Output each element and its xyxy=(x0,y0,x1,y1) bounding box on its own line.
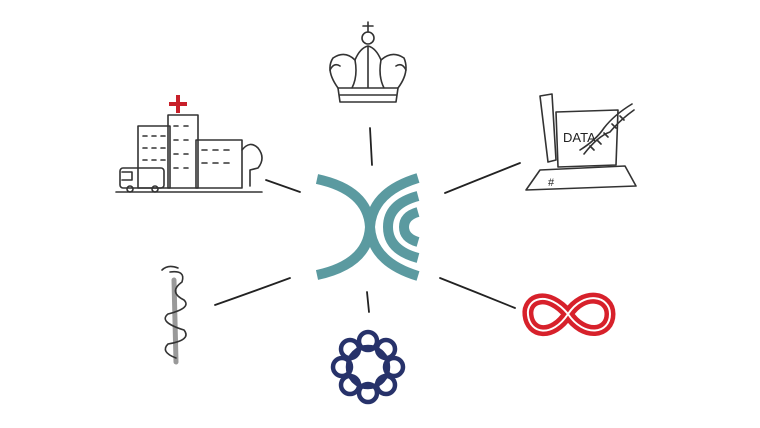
connector-knot-red xyxy=(439,277,516,309)
computer-dna-icon: DATA # xyxy=(525,93,637,191)
asclepius-staff-icon xyxy=(161,265,187,365)
connector-knot-navy xyxy=(366,291,370,313)
screen-text: DATA xyxy=(563,130,596,145)
keyboard-text: # xyxy=(548,177,555,189)
connector-crown xyxy=(369,127,373,166)
infinity-knot-icon xyxy=(522,292,616,337)
connector-staff xyxy=(214,277,291,306)
connector-hospital xyxy=(265,179,301,193)
center-logo xyxy=(315,173,420,281)
connectors xyxy=(214,127,521,313)
flower-knot-icon xyxy=(330,329,406,405)
connector-computer xyxy=(444,162,521,194)
hospital-icon xyxy=(115,95,263,193)
crown-icon xyxy=(329,21,407,103)
